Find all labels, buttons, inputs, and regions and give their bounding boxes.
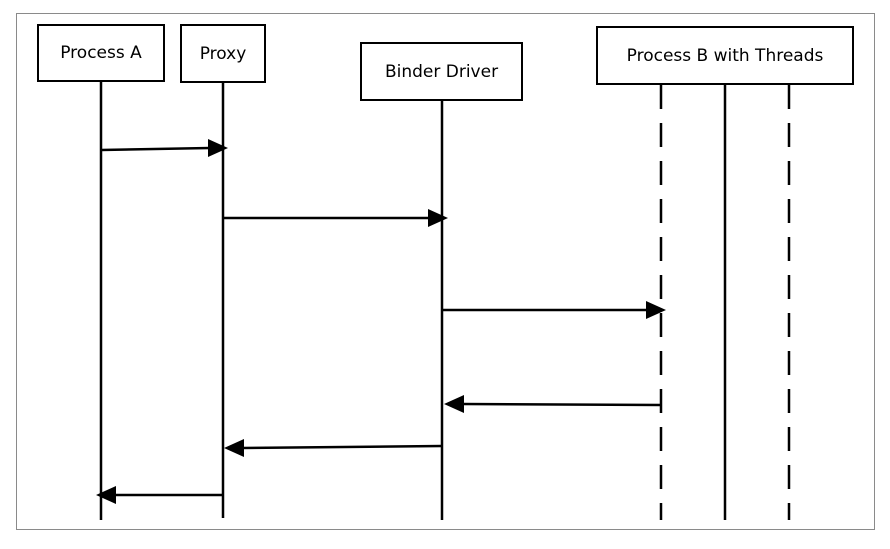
message-arrow-6 (96, 486, 223, 504)
actor-binder-driver-label: Binder Driver (384, 61, 499, 82)
message-arrow-3 (442, 301, 666, 319)
actor-proxy-label: Proxy (199, 43, 247, 64)
actor-process-b: Process B with Threads (596, 26, 854, 85)
message-arrow-1 (100, 139, 228, 157)
message-arrow-5 (224, 439, 443, 457)
message-arrow-2 (223, 209, 448, 227)
actor-process-a: Process A (37, 24, 165, 82)
actor-process-a-label: Process A (60, 43, 142, 63)
actor-proxy: Proxy (180, 24, 266, 83)
message-arrow-4 (444, 395, 662, 413)
actor-process-b-label: Process B with Threads (626, 45, 824, 66)
actor-binder-driver: Binder Driver (360, 42, 523, 101)
